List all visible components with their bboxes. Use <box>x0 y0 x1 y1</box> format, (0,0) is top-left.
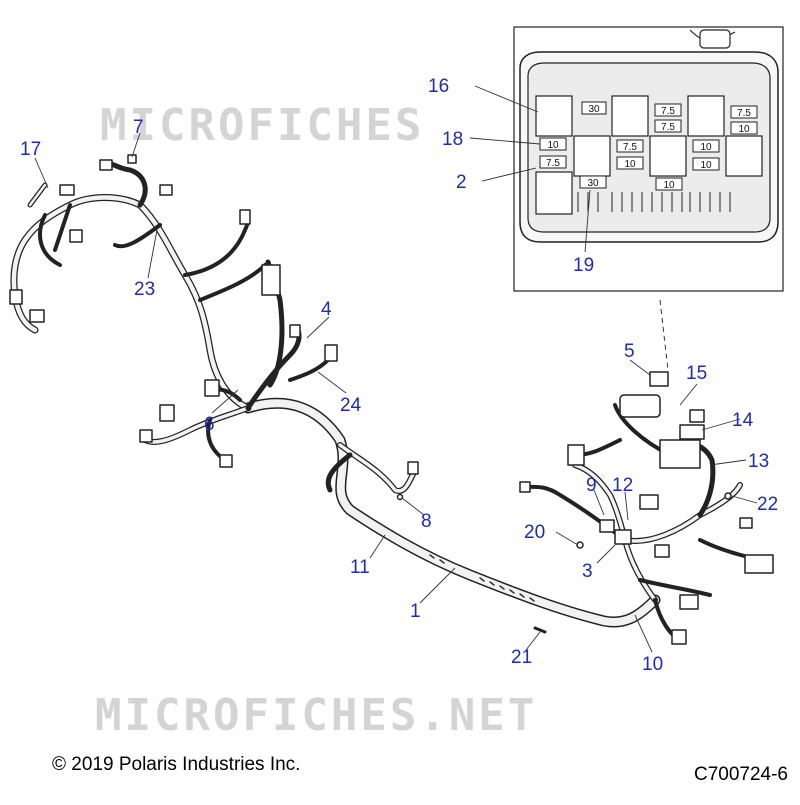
callout-20: 20 <box>524 522 545 543</box>
callout-16: 16 <box>428 76 449 97</box>
callout-labels: 7 17 23 4 24 6 8 11 1 5 15 14 13 22 12 9… <box>20 76 778 675</box>
callout-19: 19 <box>573 255 594 276</box>
leader-lines <box>34 85 758 653</box>
watermark-bottom: MICROFICHES.NET <box>95 690 537 741</box>
fuse-label: 7.5 <box>737 108 751 119</box>
callout-23: 23 <box>134 279 155 300</box>
callout-15: 15 <box>686 363 707 384</box>
callout-24: 24 <box>340 395 362 416</box>
front-harness <box>9 154 419 475</box>
callout-9: 9 <box>586 475 597 496</box>
callout-8: 8 <box>421 511 432 532</box>
callout-4: 4 <box>321 299 332 320</box>
callout-6: 6 <box>204 414 215 435</box>
main-harness <box>242 397 661 628</box>
diagram-code: C700724-6 <box>693 764 788 785</box>
callout-3: 3 <box>582 561 593 582</box>
callout-22: 22 <box>757 494 778 515</box>
fuse-label: 10 <box>547 140 559 151</box>
fuse-label: 10 <box>738 124 750 135</box>
fuse-label: 10 <box>700 160 712 171</box>
fuse-label: 7.5 <box>661 122 675 133</box>
fuse-label: 10 <box>700 142 712 153</box>
callout-21: 21 <box>511 647 532 668</box>
fuse-label: 10 <box>663 180 675 191</box>
rear-harness <box>396 371 774 645</box>
callout-14: 14 <box>732 410 754 431</box>
fuse-label: 7.5 <box>661 106 675 117</box>
fuse-label: 7.5 <box>623 142 637 153</box>
dashed-leader <box>659 299 669 371</box>
callout-1: 1 <box>410 601 421 622</box>
callout-12: 12 <box>612 475 633 496</box>
watermark-top: MICROFICHES <box>100 100 424 151</box>
callout-7: 7 <box>133 117 144 138</box>
callout-10: 10 <box>642 654 663 675</box>
copyright-text: © 2019 Polaris Industries Inc. <box>52 754 301 775</box>
callout-5: 5 <box>624 341 635 362</box>
fuse-label: 30 <box>588 104 600 115</box>
callout-13: 13 <box>748 451 769 472</box>
callout-2: 2 <box>456 172 467 193</box>
fuse-box-inset: 30 7.5 7.5 7.5 10 10 10 7.5 10 7.5 10 30… <box>513 26 784 292</box>
callout-11: 11 <box>350 557 370 578</box>
callout-18: 18 <box>442 129 463 150</box>
callout-17: 17 <box>20 139 41 160</box>
fuse-label: 7.5 <box>546 158 560 169</box>
fuse-label: 10 <box>624 159 636 170</box>
fuse-label: 30 <box>587 178 599 189</box>
